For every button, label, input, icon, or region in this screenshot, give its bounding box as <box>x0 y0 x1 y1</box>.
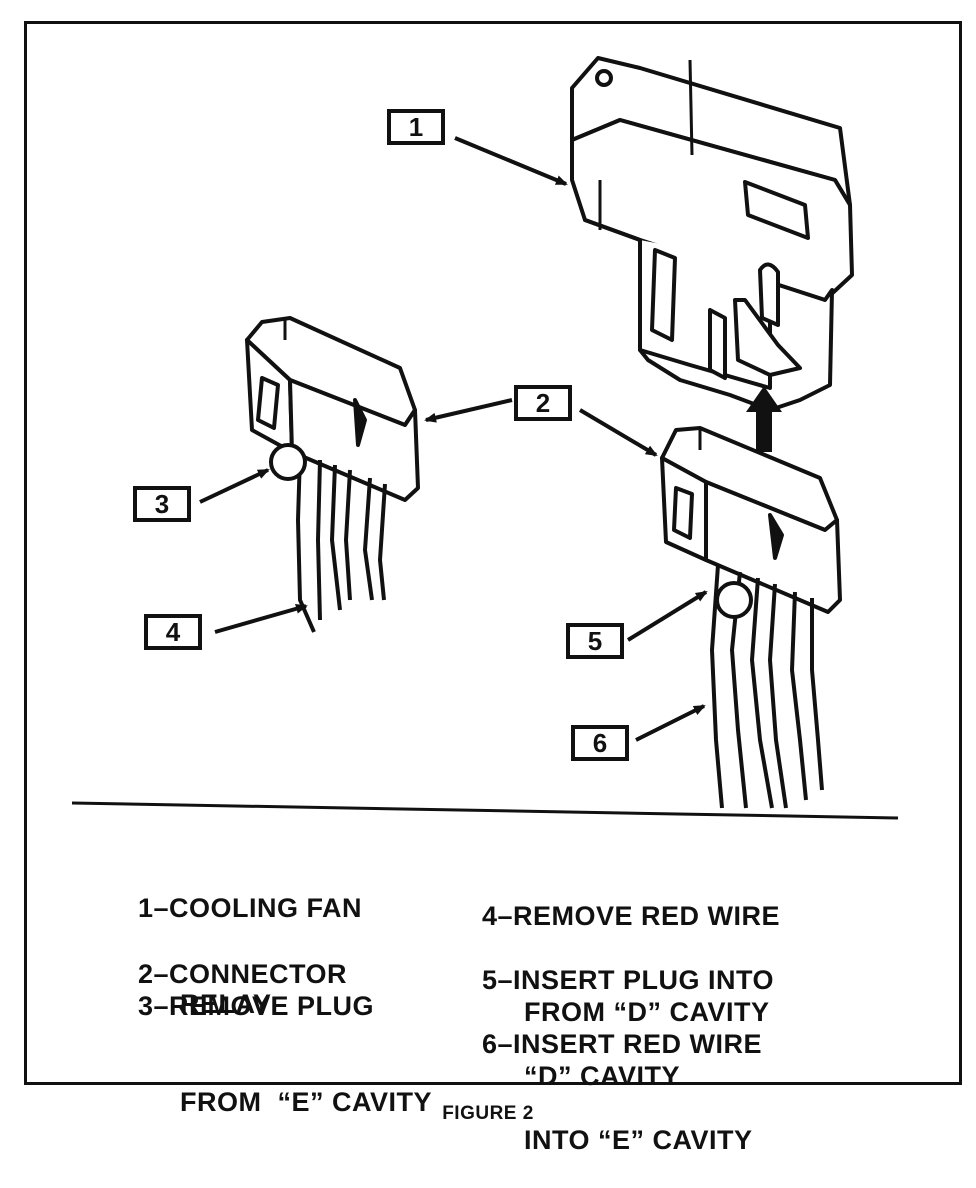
legend-item-2-line1: 2–CONNECTOR <box>138 959 348 989</box>
callout-3: 3 <box>133 486 191 522</box>
figure-frame <box>24 21 962 1085</box>
diagram-artwork <box>71 56 899 820</box>
legend-item-4: 4–REMOVE RED WIRE FROM “D” CAVITY <box>482 836 780 1060</box>
legend-item-3-line2: FROM “E” CAVITY <box>180 1087 433 1117</box>
callout-5: 5 <box>566 623 624 659</box>
callout-6: 6 <box>571 725 629 761</box>
insertion-arrow <box>746 386 782 452</box>
legend-item-1-line2: RELAY <box>180 989 272 1019</box>
separator-rule <box>71 801 899 820</box>
legend-item-3: 3–REMOVE PLUG FROM “E” CAVITY <box>138 926 432 1150</box>
legend-item-5: 5–INSERT PLUG INTO “D” CAVITY <box>482 900 774 1124</box>
callout-4: 4 <box>144 614 202 650</box>
callout-2: 2 <box>514 385 572 421</box>
legend-item-6: 6–INSERT RED WIRE INTO “E” CAVITY <box>482 964 762 1188</box>
legend-item-5-line1: 5–INSERT PLUG INTO <box>482 965 775 995</box>
callout-1: 1 <box>387 109 445 145</box>
legend-item-6-line2: INTO “E” CAVITY <box>524 1125 753 1155</box>
legend-item-1: 1–COOLING FAN RELAY <box>138 828 362 1052</box>
leader-lines <box>199 136 708 742</box>
legend-item-1-line1: 1–COOLING FAN <box>138 893 363 923</box>
legend-item-4-line2: FROM “D” CAVITY <box>524 997 770 1027</box>
figure-caption: FIGURE 2 <box>442 1103 534 1124</box>
connector-left <box>245 316 420 633</box>
cooling-fan-relay <box>570 56 854 412</box>
connector-right <box>660 426 842 809</box>
legend-item-2: 2–CONNECTOR <box>138 894 347 1022</box>
legend-item-5-line2: “D” CAVITY <box>524 1061 681 1091</box>
legend-item-6-line1: 6–INSERT RED WIRE <box>482 1029 763 1059</box>
legend-item-4-line1: 4–REMOVE RED WIRE <box>482 901 781 931</box>
legend-item-3-line1: 3–REMOVE PLUG <box>138 991 375 1021</box>
